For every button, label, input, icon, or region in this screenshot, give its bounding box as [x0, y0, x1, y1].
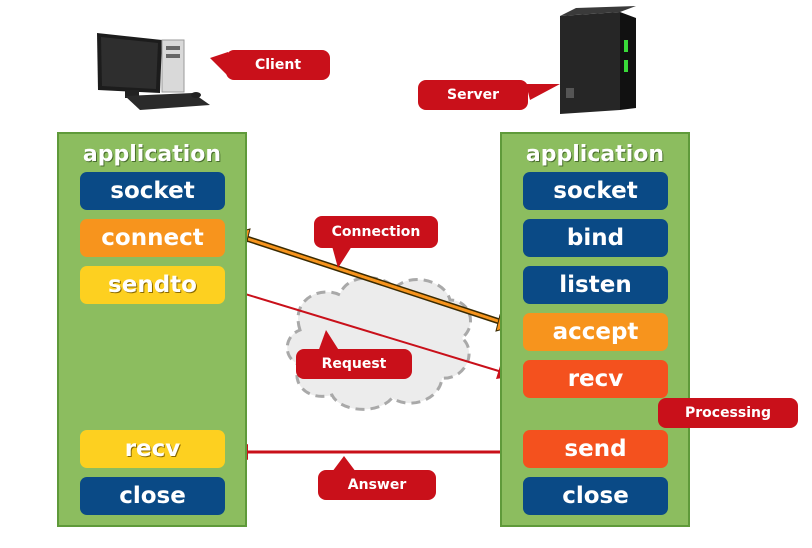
server-step-close: close — [523, 477, 668, 515]
server-step-recv: recv — [523, 360, 668, 398]
request-callout: Request — [296, 349, 412, 379]
client-panel-title: application — [82, 142, 222, 167]
answer-callout-tail — [332, 456, 356, 472]
client-step-sendto: sendto — [80, 266, 225, 304]
server-step-accept: accept — [523, 313, 668, 351]
server-step-bind: bind — [523, 219, 668, 257]
client-callout: Client — [226, 50, 330, 80]
server-step-listen: listen — [523, 266, 668, 304]
server-callout-tail — [526, 84, 560, 100]
network-cloud-icon — [285, 276, 472, 411]
client-step-socket: socket — [80, 172, 225, 210]
processing-callout: Processing — [658, 398, 798, 428]
client-callout-tail — [210, 52, 228, 76]
connection-callout-tail — [332, 246, 352, 268]
client-step-recv: recv — [80, 430, 225, 468]
server-tower-icon — [560, 6, 636, 114]
server-panel-title: application — [525, 142, 665, 167]
connection-callout: Connection — [314, 216, 438, 248]
server-callout: Server — [418, 80, 528, 110]
server-step-send: send — [523, 430, 668, 468]
answer-callout: Answer — [318, 470, 436, 500]
client-step-connect: connect — [80, 219, 225, 257]
answer-arrow — [230, 444, 520, 460]
client-step-close: close — [80, 477, 225, 515]
request-callout-tail — [318, 330, 340, 352]
desktop-computer-icon — [97, 33, 210, 110]
server-step-socket: socket — [523, 172, 668, 210]
